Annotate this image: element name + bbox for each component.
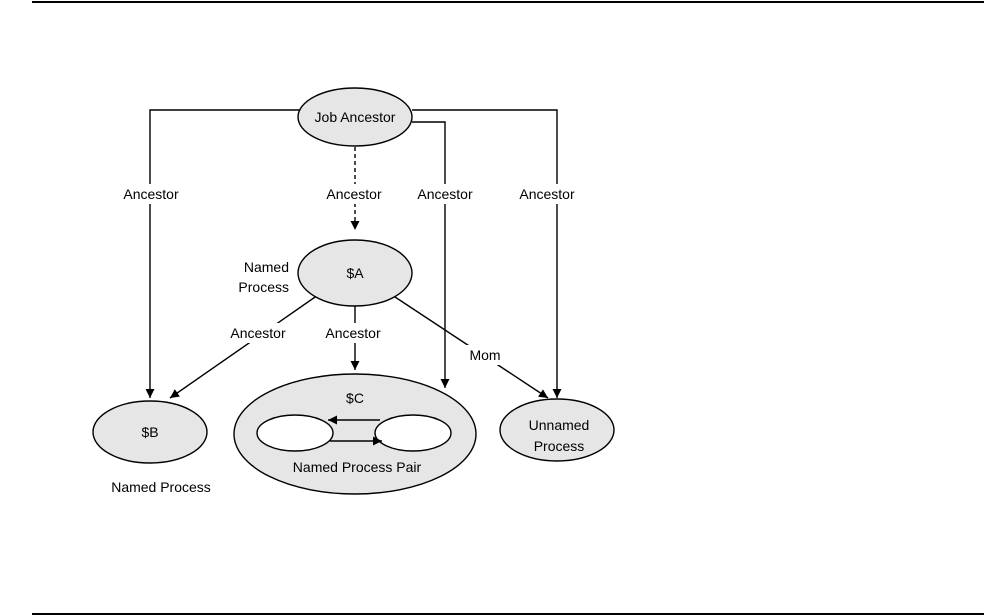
edge-label-a-c: Ancestor	[325, 325, 381, 341]
node-c-caption: Named Process Pair	[293, 459, 422, 475]
pair-primary-process	[256, 414, 334, 452]
node-b: $B Named Process	[92, 400, 211, 495]
node-a-label: $A	[346, 265, 364, 281]
edge-label-job-c: Ancestor	[417, 186, 473, 202]
bottom-rule	[32, 613, 984, 615]
edge-label-job-a: Ancestor	[326, 186, 382, 202]
node-unnamed-process: Unnamed Process	[499, 398, 615, 462]
node-job-ancestor-label: Job Ancestor	[315, 109, 396, 125]
node-a-side-label-2: Process	[238, 279, 289, 295]
node-b-caption: Named Process	[111, 479, 211, 495]
node-c-label: $C	[346, 390, 364, 406]
edge-a-to-b	[169, 294, 319, 399]
node-c: $C Named Process Pair	[233, 373, 477, 495]
edge-job-to-unnamed	[412, 109, 562, 398]
pair-backup-process	[374, 414, 452, 452]
edge-label-job-b: Ancestor	[123, 186, 179, 202]
node-unnamed-label-1: Unnamed	[529, 417, 590, 433]
edge-label-job-unnamed: Ancestor	[519, 186, 575, 202]
node-a-side-label-1: Named	[244, 259, 289, 275]
edge-label-a-b: Ancestor	[230, 325, 286, 341]
edge-job-to-b	[145, 109, 300, 398]
edge-label-a-unnamed: Mom	[469, 347, 500, 363]
node-b-label: $B	[141, 424, 158, 440]
top-rule	[32, 1, 984, 3]
node-a: $A Named Process	[238, 239, 413, 307]
node-unnamed-label-2: Process	[534, 438, 585, 454]
node-job-ancestor: Job Ancestor	[297, 87, 413, 147]
edge-job-to-c	[412, 121, 450, 388]
